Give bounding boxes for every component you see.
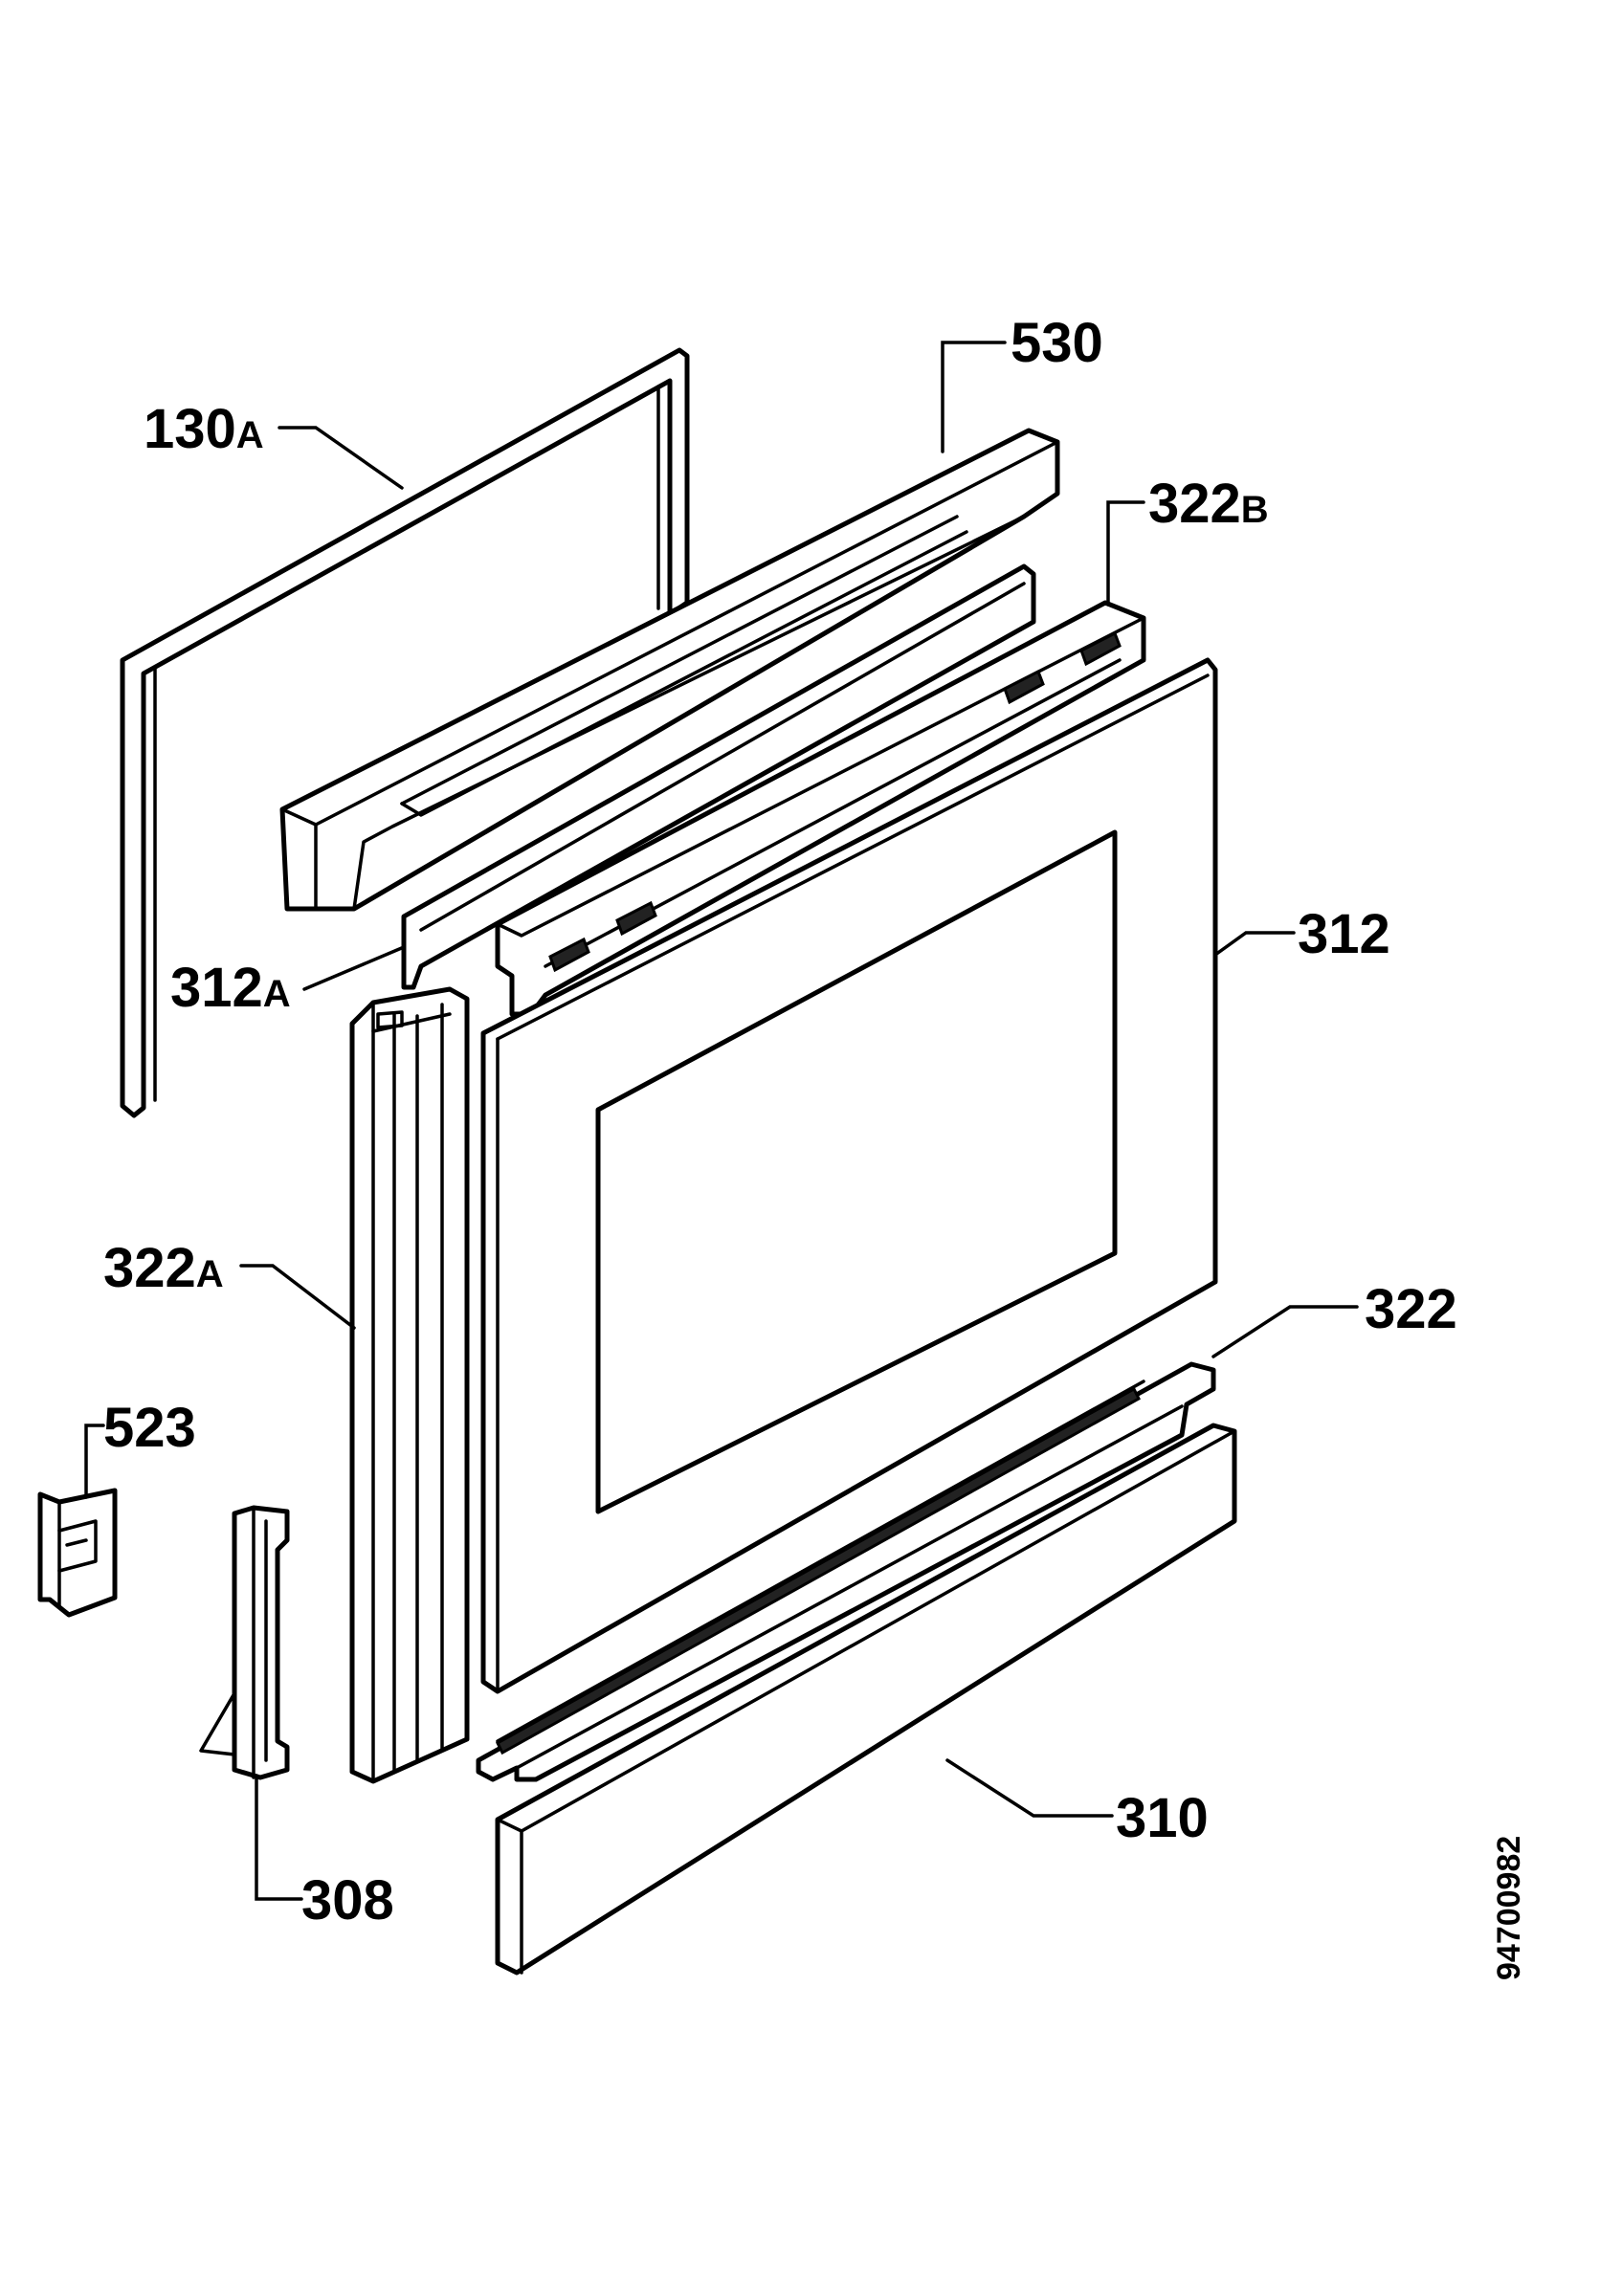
leader-312a <box>302 945 406 991</box>
label-130a: 130A <box>144 398 264 460</box>
part-523-bracket <box>37 1488 118 1618</box>
part-labels: 530 130A 322B 312 312A 322A 322 523 310 … <box>103 312 1457 1932</box>
document-number: 94700982 <box>1491 1836 1527 1980</box>
leader-322a <box>239 1264 356 1330</box>
part-312a-inner-glass <box>401 563 1036 990</box>
leader-523 <box>84 1424 105 1499</box>
part-322-lower-rail <box>476 1361 1216 1782</box>
label-322b: 322B <box>1148 473 1269 535</box>
label-312: 312 <box>1298 903 1390 965</box>
label-312a: 312A <box>170 957 291 1019</box>
leader-lines <box>84 341 1359 1901</box>
leader-310 <box>945 1758 1114 1818</box>
part-322a-side-frame <box>349 986 470 1784</box>
part-530-top-profile <box>279 428 1060 912</box>
leader-130a <box>278 426 404 490</box>
leader-530 <box>941 341 1007 453</box>
label-530: 530 <box>1011 312 1103 374</box>
label-322: 322 <box>1365 1278 1457 1340</box>
leader-312 <box>1213 931 1296 957</box>
label-322a: 322A <box>103 1237 224 1299</box>
label-523: 523 <box>103 1397 196 1459</box>
label-310: 310 <box>1116 1787 1209 1849</box>
leader-322 <box>1211 1305 1359 1358</box>
part-312-outer-glass-panel <box>480 657 1218 1694</box>
part-310-bottom-trim <box>495 1423 1237 1976</box>
part-308-hinge <box>199 1505 290 1780</box>
leader-322b <box>1106 500 1145 607</box>
leader-308 <box>255 1774 303 1901</box>
label-308: 308 <box>301 1869 394 1932</box>
